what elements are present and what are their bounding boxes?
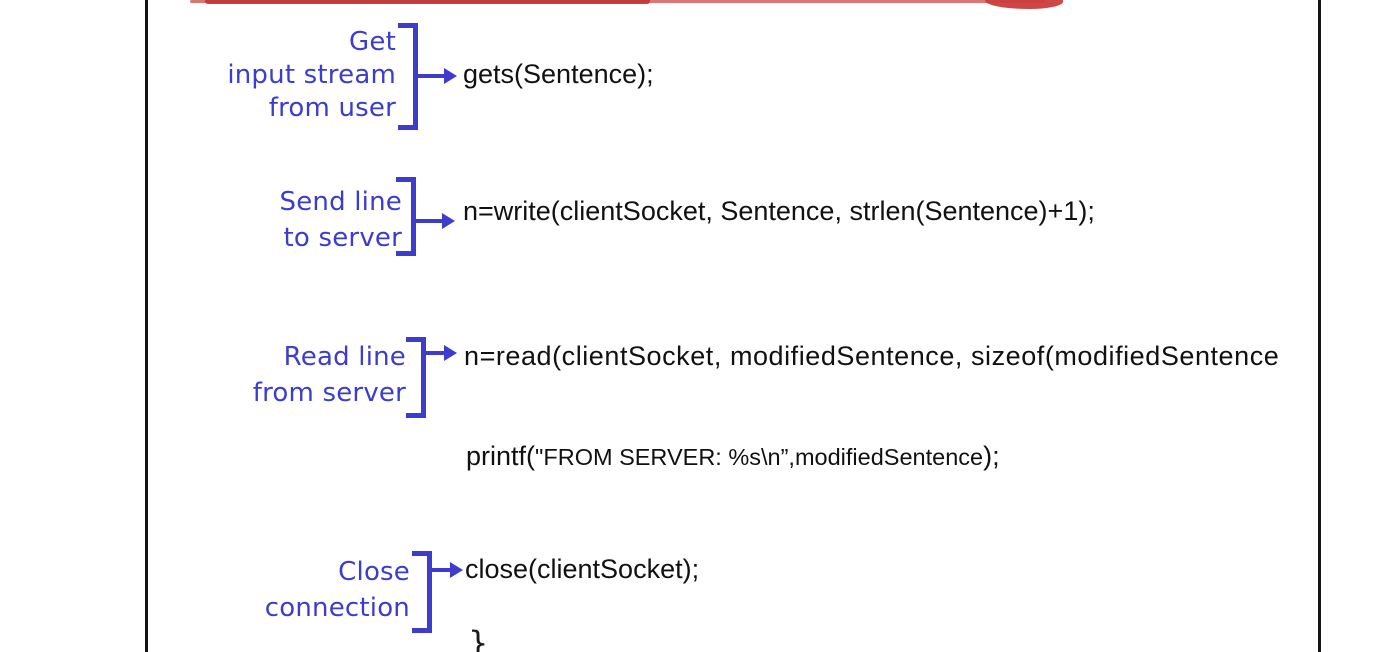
label-line: from user (268, 93, 396, 123)
code-line-printf: printf("FROM SERVER: %s\n”,modifiedSente… (466, 440, 1000, 474)
label-line: Close (338, 557, 410, 587)
annotation-label-close-connection: Close connection (140, 554, 410, 626)
label-line: from server (252, 378, 406, 408)
bracket (412, 551, 432, 633)
arrow-right-icon (444, 68, 457, 84)
arrow-right-icon (424, 351, 446, 355)
label-line: Read line (283, 342, 406, 372)
code-line-read: n=read(clientSocket, modifiedSentence, s… (464, 341, 1280, 371)
arrow-right-icon (450, 562, 463, 578)
arrow-right-icon (416, 74, 446, 78)
slide-right-border-line (1318, 0, 1321, 652)
printf-argument: modifiedSentence (794, 444, 984, 470)
annotation-label-send-line: Send line to server (140, 184, 402, 256)
label-line: input stream (227, 60, 396, 90)
printf-call-open: printf( (466, 441, 536, 471)
code-line-close: close(clientSocket); (465, 554, 700, 584)
bracket (396, 177, 416, 256)
label-line: to server (283, 223, 402, 253)
code-line-write: n=write(clientSocket, Sentence, strlen(S… (463, 196, 1095, 226)
bracket (398, 23, 418, 130)
closing-brace: } (468, 624, 489, 652)
code-line-gets: gets(Sentence); (463, 59, 654, 89)
arrow-right-icon (444, 345, 457, 361)
arrow-right-icon (414, 219, 444, 223)
label-line: Get (349, 27, 396, 57)
arrow-right-icon (430, 568, 452, 572)
arrow-right-icon (442, 213, 455, 229)
printf-call-close: ); (983, 441, 1000, 471)
slide-left-border-line (145, 0, 148, 652)
printf-format-string: "FROM SERVER: %s\n”, (535, 444, 795, 470)
red-annotation-fragment (205, 0, 650, 4)
annotation-label-read-line: Read line from server (140, 339, 406, 411)
red-annotation-fragment (985, 0, 1063, 9)
label-line: connection (264, 593, 410, 623)
label-line: Send line (279, 187, 402, 217)
annotation-label-get-input: Get input stream from user (140, 26, 396, 125)
bracket (406, 337, 426, 418)
